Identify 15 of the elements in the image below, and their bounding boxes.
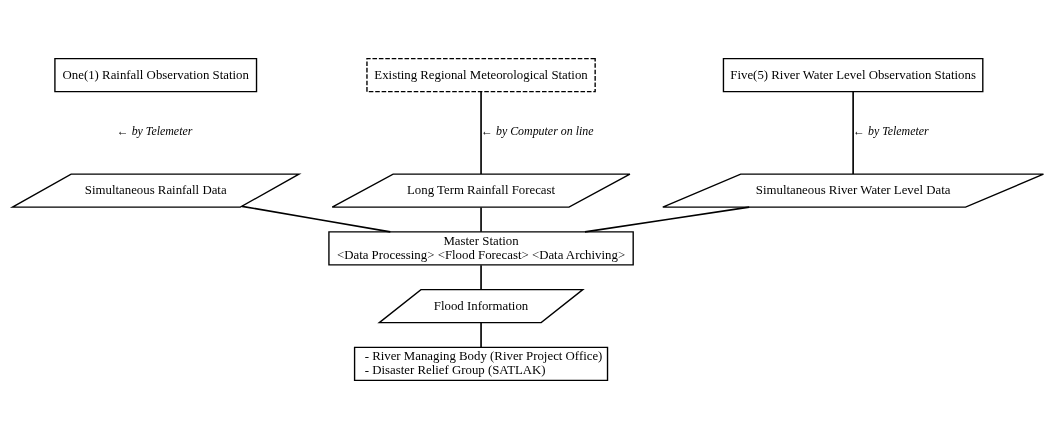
label: ← by Telemeter	[116, 123, 193, 138]
edge-label: ← by Telemeter	[853, 123, 929, 138]
node-box: Master Station <Data Processing> <Flood Forecast> <Data Archiving>	[328, 230, 634, 266]
node-box: - River Managing Body (River Project Office) - Disaster Relief Group (SATLAK)	[353, 346, 609, 381]
node-box: Existing Regional Meteorological Station	[366, 57, 596, 92]
connector	[480, 321, 482, 348]
connector	[480, 90, 482, 175]
node-box: Five(5) River Water Level Observation Stations	[722, 57, 984, 92]
node-box: One(1) Rainfall Observation Station	[54, 57, 258, 92]
connector	[241, 205, 392, 233]
connector	[584, 205, 751, 233]
connector	[480, 263, 482, 290]
connector	[480, 206, 482, 233]
edge-label: ← by Computer on line	[481, 123, 594, 138]
connector	[852, 90, 854, 175]
